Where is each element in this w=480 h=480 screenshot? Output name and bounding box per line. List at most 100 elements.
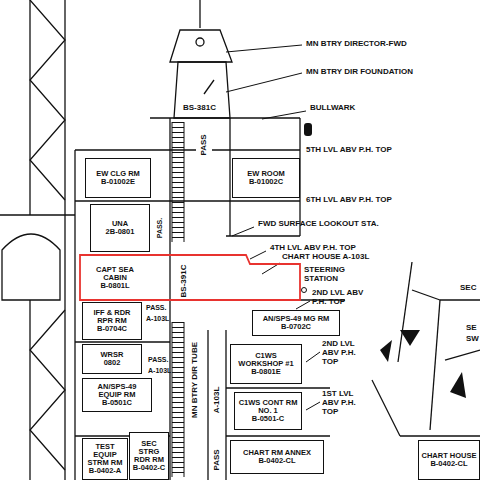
deck-line — [212, 149, 300, 150]
deck-line — [75, 341, 170, 342]
highlight-outline — [80, 255, 300, 300]
callout-label: CHART HOUSE A-103L — [282, 253, 369, 262]
leader-line — [232, 227, 254, 236]
stay — [412, 290, 440, 300]
room-number: B-0402-A — [89, 467, 122, 475]
room-number: B-0402-CL — [258, 457, 295, 465]
room-number: B-0801E — [251, 368, 281, 376]
room-box: WRSR0802 — [82, 344, 142, 374]
ladder-rail — [172, 122, 173, 242]
bulkhead — [74, 150, 75, 480]
callout-label: STEERING STATION — [304, 266, 356, 284]
deck-line — [0, 214, 75, 215]
room-name: AN/SPS-49 MG RM — [263, 315, 330, 323]
mast — [199, 0, 200, 28]
callout-label: 2ND LVL ABV P.H. TOP — [322, 340, 362, 366]
room-box: SEC STRG RDR RMB-0402-C — [129, 432, 169, 480]
callout-label: SEC — [460, 284, 476, 293]
callout-label: MN BTRY DIR TUBE — [191, 342, 200, 418]
bulwark-fitting — [304, 123, 312, 136]
deck-line — [445, 350, 480, 360]
room-name: EW ROOM — [247, 170, 285, 178]
callout-label: PASS. — [156, 218, 164, 239]
room-number: B-0402-CL — [430, 460, 467, 468]
tube-wall — [207, 330, 208, 480]
room-box: EW ROOMB-01002C — [232, 158, 300, 198]
right-structure — [372, 262, 480, 436]
callout-label: BS-381C — [183, 104, 216, 113]
room-name: CHART HOUSE — [421, 452, 476, 460]
room-name: C1WS WORKSHOP #1 — [233, 352, 299, 369]
leader-line — [262, 111, 306, 119]
ladder-rail — [184, 122, 185, 242]
leader-line — [306, 352, 320, 362]
callout-label: FWD SURFACE LOOKOUT STA. — [258, 220, 379, 229]
callout-label: 6TH LVL ABV P.H. TOP — [306, 196, 392, 205]
room-number: B-0702C — [281, 323, 311, 331]
tube-wall — [225, 330, 226, 480]
room-box: IFF & RDR RPR RMB-0704C — [82, 302, 142, 340]
stay — [372, 380, 400, 436]
lattice-brace — [30, 0, 65, 200]
deck-line — [226, 235, 300, 236]
room-box: TEST EQUIP STRM RMB-0402-A — [82, 438, 128, 480]
arrow-symbol — [450, 372, 466, 398]
room-name: EW CLG RM — [96, 170, 140, 178]
callout-label: PASS — [200, 134, 209, 155]
lattice-post — [29, 300, 30, 480]
room-box: EW CLG RMB-01002E — [85, 158, 151, 198]
room-box: AN/SPS-49 MG RMB-0702C — [252, 310, 340, 336]
room-number: B-0501-C — [252, 415, 285, 423]
deck-line — [440, 299, 480, 300]
callout-label: MN BTRY DIR FOUNDATION — [306, 68, 413, 77]
deck-line — [226, 387, 330, 388]
room-box: CAPT SEA CABINB-0801L — [84, 260, 146, 296]
ladder-rail — [172, 322, 173, 477]
callout-label: A-103L — [146, 315, 169, 323]
tube-wall — [169, 118, 170, 480]
director — [170, 30, 232, 62]
deck-line — [226, 435, 330, 436]
room-name: UNA — [112, 220, 128, 228]
leader-line — [226, 45, 302, 52]
callout-label: 5TH LVL ABV P.H. TOP — [306, 146, 392, 155]
callout-label: 4TH LVL ABV P.H. TOP — [270, 244, 356, 253]
room-box: C1WS WORKSHOP #1B-0801E — [230, 344, 302, 384]
room-box: UNA2B-0801 — [90, 204, 150, 252]
lattice-brace — [30, 310, 65, 470]
director-lens — [196, 38, 204, 46]
arrow-symbol — [380, 340, 392, 362]
tube-wall — [229, 118, 230, 236]
room-name: AN/SPS-49 EQUIP RM — [85, 383, 149, 400]
room-name: C1WS CONT RM NO. 1 — [237, 399, 299, 416]
structure — [0, 0, 345, 480]
leader-line — [226, 73, 302, 92]
bulkhead — [430, 300, 440, 430]
callout-label: PASS — [213, 449, 222, 470]
room-number: B-0402-C — [133, 464, 166, 472]
callout-label: BULLWARK — [310, 104, 355, 113]
lattice-post — [64, 0, 65, 480]
room-name: IFF & RDR RPR RM — [85, 309, 139, 326]
deck-line — [400, 435, 480, 436]
callout-label: PASS. — [146, 304, 167, 312]
leader-line — [306, 402, 320, 410]
callout-label: BS-391C — [180, 265, 189, 298]
room-box: CHART HOUSEB-0402-CL — [418, 440, 480, 480]
callout-label: A-103L — [148, 367, 171, 375]
callout-label: A-103L — [213, 387, 222, 414]
arrow — [204, 80, 214, 94]
director-foundation — [174, 62, 230, 118]
room-name: TEST EQUIP STRM RM — [85, 443, 125, 468]
room-number: B-0704C — [97, 325, 127, 333]
room-number: B-01002E — [101, 178, 135, 186]
room-number: B-0501C — [102, 399, 132, 407]
room-name: CAPT SEA CABIN — [87, 266, 143, 283]
lattice-post — [29, 0, 30, 215]
leader-line — [296, 301, 310, 309]
deck-line — [75, 200, 300, 201]
bulwark-line — [150, 117, 300, 118]
room-name: WRSR — [101, 351, 124, 359]
room-number: B-01002C — [249, 178, 283, 186]
